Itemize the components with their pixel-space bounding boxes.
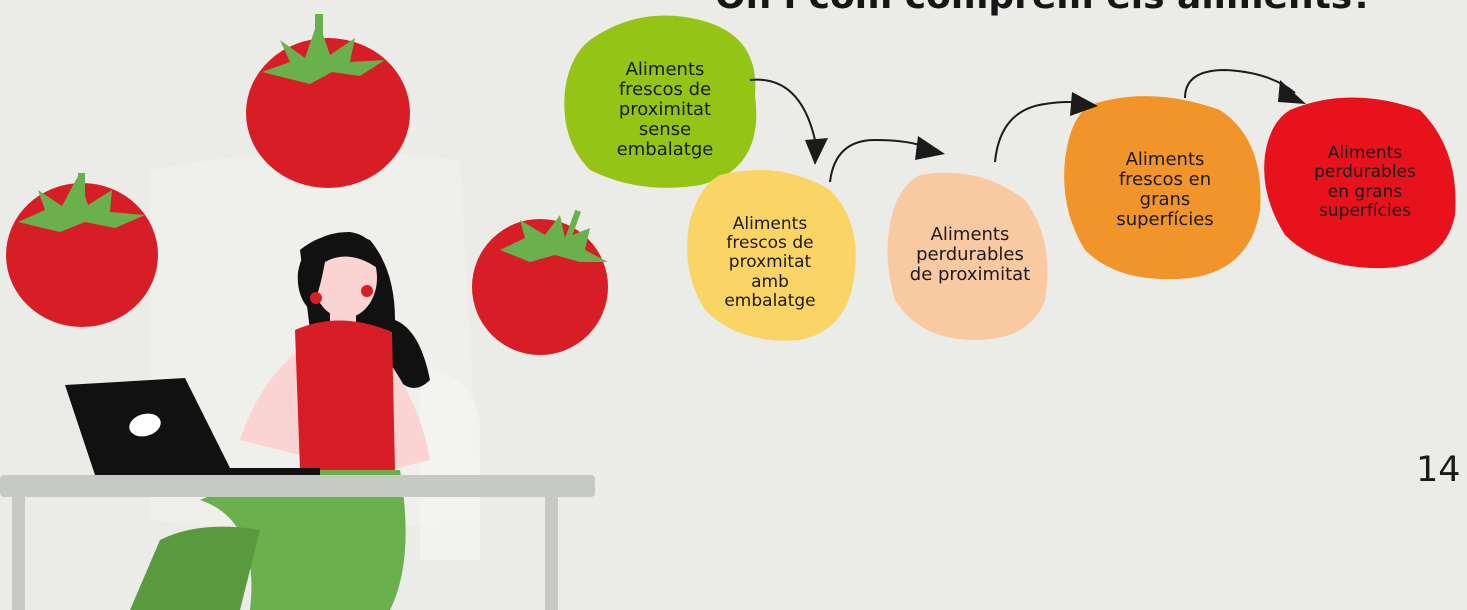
curved-arrow-icon xyxy=(1184,68,1296,99)
blob-step-4 xyxy=(1064,96,1261,280)
tomato-icon xyxy=(246,14,410,188)
laptop-icon xyxy=(65,378,320,476)
curved-arrow-icon xyxy=(749,78,816,141)
arrowhead-icon xyxy=(1070,92,1098,116)
step-2-label: Aliments frescos de proxmitat amb embala… xyxy=(724,214,816,311)
blob-step-2 xyxy=(687,170,856,341)
page-number: 14 xyxy=(1416,450,1461,490)
step-3-label: Aliments perdurables de proximitat xyxy=(909,223,1031,286)
chair-back-shape xyxy=(420,370,480,560)
curved-arrow-icon xyxy=(829,138,929,183)
step-1-label: Aliments frescos de proximitat sense emb… xyxy=(616,58,714,161)
blob-step-3 xyxy=(887,172,1048,340)
arrowheads xyxy=(805,80,1306,165)
tomato-icon xyxy=(472,209,608,355)
arrowhead-icon xyxy=(915,136,945,160)
blob-step-1 xyxy=(564,15,757,188)
page-title: On i com comprem els aliments? xyxy=(715,0,1435,17)
blob-step-5 xyxy=(1264,97,1456,269)
desk-shape xyxy=(0,475,595,610)
woman-at-laptop-illustration xyxy=(130,232,430,610)
step-4-label: Aliments frescos en grans superfícies xyxy=(1116,148,1214,231)
arrowhead-icon xyxy=(1278,80,1306,104)
arrowhead-icon xyxy=(805,138,828,165)
tomato-icon xyxy=(6,173,158,327)
step-5-label: Aliments perdurables en grans superfície… xyxy=(1314,143,1416,221)
